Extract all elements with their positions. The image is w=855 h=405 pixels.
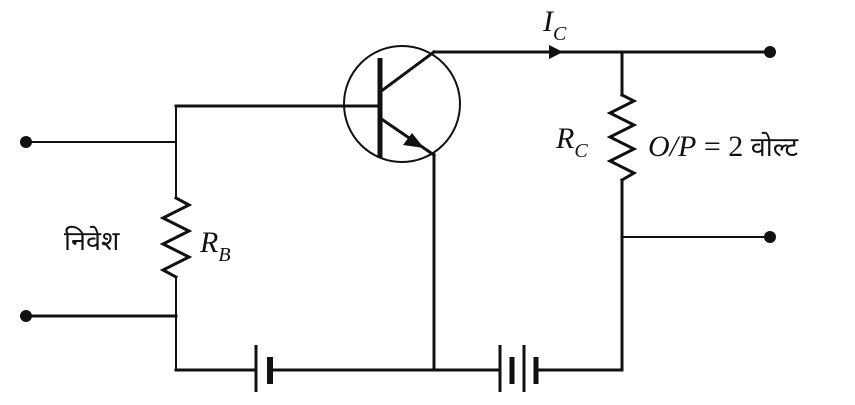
output-terminal-top	[764, 46, 776, 58]
output-terminal-bottom	[764, 231, 776, 243]
rc-label: RC	[555, 122, 588, 162]
rb-label: RB	[199, 226, 231, 266]
ic-label: IC	[542, 5, 567, 45]
transistor-envelope	[343, 45, 461, 163]
transistor-collector-lead	[377, 49, 437, 95]
output-label: O/P = 2 वोल्ट	[648, 130, 799, 163]
input-label: निवेश	[64, 225, 120, 257]
resistor-rc	[606, 92, 638, 183]
resistor-rb	[159, 195, 193, 280]
emitter-arrow-icon	[403, 133, 424, 148]
ic-arrow-icon	[549, 45, 563, 59]
transistor-emitter-lead	[377, 115, 437, 158]
